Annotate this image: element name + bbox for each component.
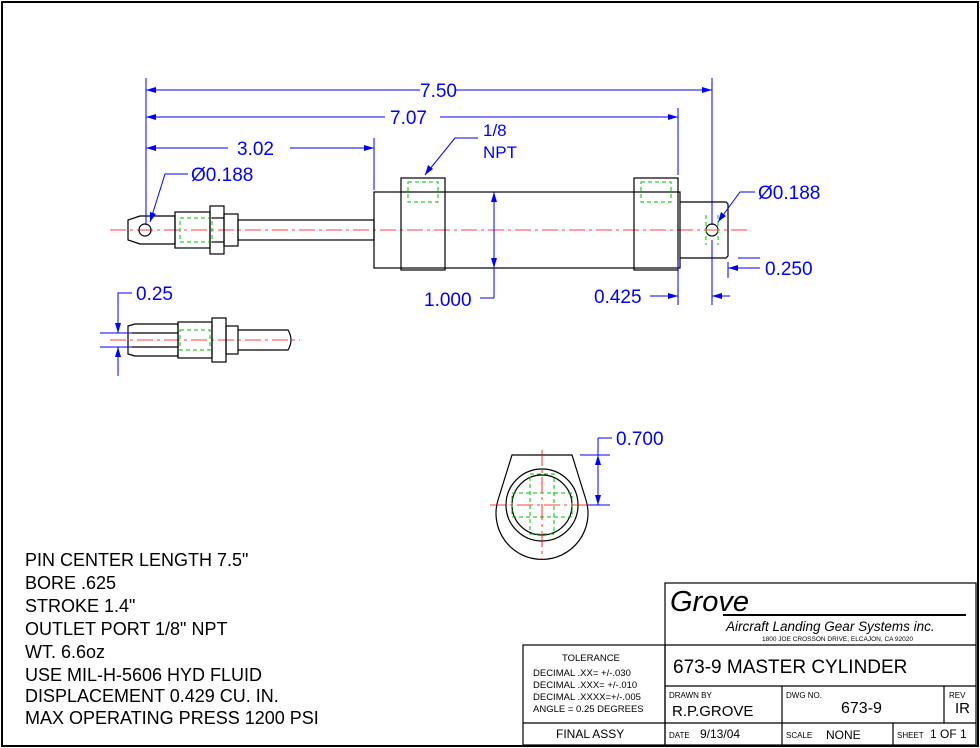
end-view-outline (495, 454, 589, 560)
note-line: STROKE 1.4" (25, 596, 135, 616)
side-view (110, 177, 750, 271)
note-line: PIN CENTER LENGTH 7.5" (25, 550, 248, 570)
note-line: MAX OPERATING PRESS 1200 PSI (25, 708, 319, 728)
dim-overall-length: 7.50 (420, 81, 457, 102)
dim-port-thread: NPT (483, 143, 517, 162)
title-block (522, 582, 977, 746)
rev-value: IR (955, 700, 970, 717)
dim-clevis-slot: 0.25 (136, 284, 173, 305)
company-address: 1800 JOE CROSSON DRIVE, ELCAJON, CA 9202… (762, 636, 913, 643)
dwg-no-value: 673-9 (841, 700, 882, 717)
dim-port-size: 1/8 (483, 121, 507, 140)
company-name: Aircraft Landing Gear Systems inc. (725, 619, 935, 634)
dim-rod-length: 3.02 (237, 139, 274, 160)
note-line: USE MIL-H-5606 HYD FLUID (25, 665, 262, 685)
dim-left-hole-dia: Ø0.188 (191, 165, 253, 186)
tolerance-line: ANGLE = 0.25 DEGREES (533, 704, 644, 715)
scale-value: NONE (826, 728, 861, 742)
dwg-no-label: DWG NO. (786, 691, 822, 700)
tolerance-line: DECIMAL .XXXX=+/-.005 (533, 692, 641, 703)
port-boss-left (400, 177, 446, 271)
cylinder-barrel (373, 191, 681, 269)
dim-body-height: 1.000 (424, 290, 472, 311)
drawing-title: 673-9 MASTER CYLINDER (673, 657, 907, 678)
final-assy: FINAL ASSY (556, 727, 624, 741)
drawn-by-value: R.P.GROVE (672, 703, 753, 720)
dim-tab-thickness: 0.250 (765, 259, 813, 280)
sheet-label: SHEET (897, 731, 924, 740)
general-notes: PIN CENTER LENGTH 7.5" BORE .625 STROKE … (25, 550, 319, 728)
dim-right-hole-dia: Ø0.188 (758, 183, 820, 204)
right-mount-tab (680, 201, 729, 259)
tolerance-heading: TOLERANCE (562, 653, 620, 664)
note-line: WT. 6.6oz (25, 642, 105, 662)
dim-end-view-height: 0.700 (616, 429, 664, 450)
note-line: OUTLET PORT 1/8" NPT (25, 619, 227, 639)
date-label: DATE (669, 731, 690, 740)
top-view (110, 317, 300, 363)
company-logo: Grove (670, 586, 749, 618)
note-line: DISPLACEMENT 0.429 CU. IN. (25, 686, 279, 706)
port-boss-right (633, 177, 679, 271)
tolerance-line: DECIMAL .XXX= +/-.010 (533, 680, 637, 691)
sheet-value: 1 OF 1 (930, 727, 967, 741)
drawn-by-label: DRAWN BY (669, 691, 712, 700)
note-line: BORE .625 (25, 573, 116, 593)
date-value: 9/13/04 (700, 727, 740, 741)
top-rod-broken (238, 329, 292, 351)
dim-tab-length: 0.425 (594, 287, 642, 308)
tolerance-line: DECIMAL .XX= +/-.030 (533, 668, 631, 679)
left-pin-hole (138, 223, 152, 237)
scale-label: SCALE (786, 731, 812, 740)
rev-label: REV (949, 691, 966, 700)
end-view (490, 450, 594, 560)
dim-pin-length: 7.07 (390, 108, 427, 129)
dimension-geometry (100, 78, 760, 506)
